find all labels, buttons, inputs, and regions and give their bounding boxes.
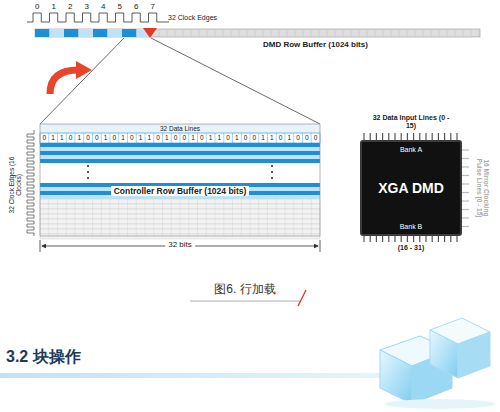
bit-cell: 0 (95, 134, 99, 141)
dimension-tick (320, 240, 321, 252)
node-text: Bank A (400, 146, 422, 153)
clock-number: 1 (51, 2, 55, 11)
bit-cell: 1 (121, 134, 125, 141)
controller-buffer: Controller Row Buffer (1024 bits) (40, 124, 320, 236)
clock-waveform (27, 130, 34, 236)
bit-cell: 1 (165, 134, 169, 141)
expansion-line (40, 38, 124, 124)
bit-cell: 1 (60, 134, 64, 141)
bit-cell: 0 (156, 134, 160, 141)
bit-cell: 0 (113, 134, 117, 141)
ice-cubes (380, 318, 495, 409)
bit-cell: 0 (244, 134, 248, 141)
figure-caption: 图6. 行加载 (214, 283, 275, 297)
row-buffer: DMD Row Buffer (1024 bits) (35, 28, 480, 55)
section-heading: 3.2 块操作 (6, 348, 81, 366)
node-text: XGA DMD (378, 180, 444, 196)
caption-rule (190, 301, 300, 302)
marker-triangle (143, 28, 157, 38)
bit-cell: 1 (139, 134, 143, 141)
bit-cell: 0 (314, 134, 318, 141)
signal-label: 32 Data Lines (160, 125, 200, 132)
dmd-chip: Bank A XGA DMD Bank B (360, 140, 462, 236)
expansion-line (151, 38, 320, 124)
clock-number: 2 (68, 2, 72, 11)
bit-cell: 1 (261, 134, 265, 141)
bit-cell: 0 (200, 134, 204, 141)
clock-number: 6 (134, 2, 138, 11)
signal-label: (16 - 31) (398, 244, 424, 252)
bit-cell: 1 (148, 134, 152, 141)
signal-label: 32 Data Input Lines (0 - 15) (368, 114, 454, 130)
signal-label: 32 Clock Edges (16 Clocks) (8, 155, 23, 215)
load-arrow-head (76, 61, 92, 79)
dimension-tick (40, 240, 41, 252)
bit-cell: 1 (209, 134, 213, 141)
signal-label: 32 Clock Edges (168, 14, 217, 22)
bit-cell: 1 (218, 134, 222, 141)
clock-number: 0 (35, 2, 39, 11)
bit-cell: 1 (78, 134, 82, 141)
bit-cell: 0 (305, 134, 309, 141)
bit-cell: 1 (288, 134, 292, 141)
clock-waveform (27, 13, 169, 22)
clock-number: 5 (117, 2, 121, 11)
node-text: Controller Row Buffer (1024 bits) (111, 186, 250, 196)
bit-cell: 1 (270, 134, 274, 141)
signal-label: 16 Mirror Clocking Pulse Lines (0 - 15) (476, 152, 491, 224)
bit-cell: 0 (69, 134, 73, 141)
bit-cell: 1 (104, 134, 108, 141)
node-text: DMD Row Buffer (1024 bits) (263, 40, 480, 49)
clock-number: 3 (84, 2, 88, 11)
bit-cell: 0 (86, 134, 90, 141)
node-text: Bank B (400, 223, 423, 230)
bit-cell: 0 (43, 134, 47, 141)
bit-cell: 1 (191, 134, 195, 141)
bit-cell: 1 (235, 134, 239, 141)
row-buffer-bar (35, 29, 480, 37)
bit-cell: 0 (174, 134, 178, 141)
bit-cell: 1 (51, 134, 55, 141)
bit-cell: 0 (226, 134, 230, 141)
buffer-grid (40, 124, 320, 239)
bit-cell: 0 (253, 134, 257, 141)
dimension-label: 32 bits (165, 240, 195, 249)
bit-cell: 0 (130, 134, 134, 141)
caption-slash (298, 290, 306, 306)
bit-cell: 0 (296, 134, 300, 141)
clock-number: 7 (150, 2, 154, 11)
load-arrow (50, 70, 78, 94)
clock-number: 4 (101, 2, 105, 11)
bit-cell: 0 (183, 134, 187, 141)
bit-cell: 0 (279, 134, 283, 141)
heading-band (0, 373, 430, 378)
